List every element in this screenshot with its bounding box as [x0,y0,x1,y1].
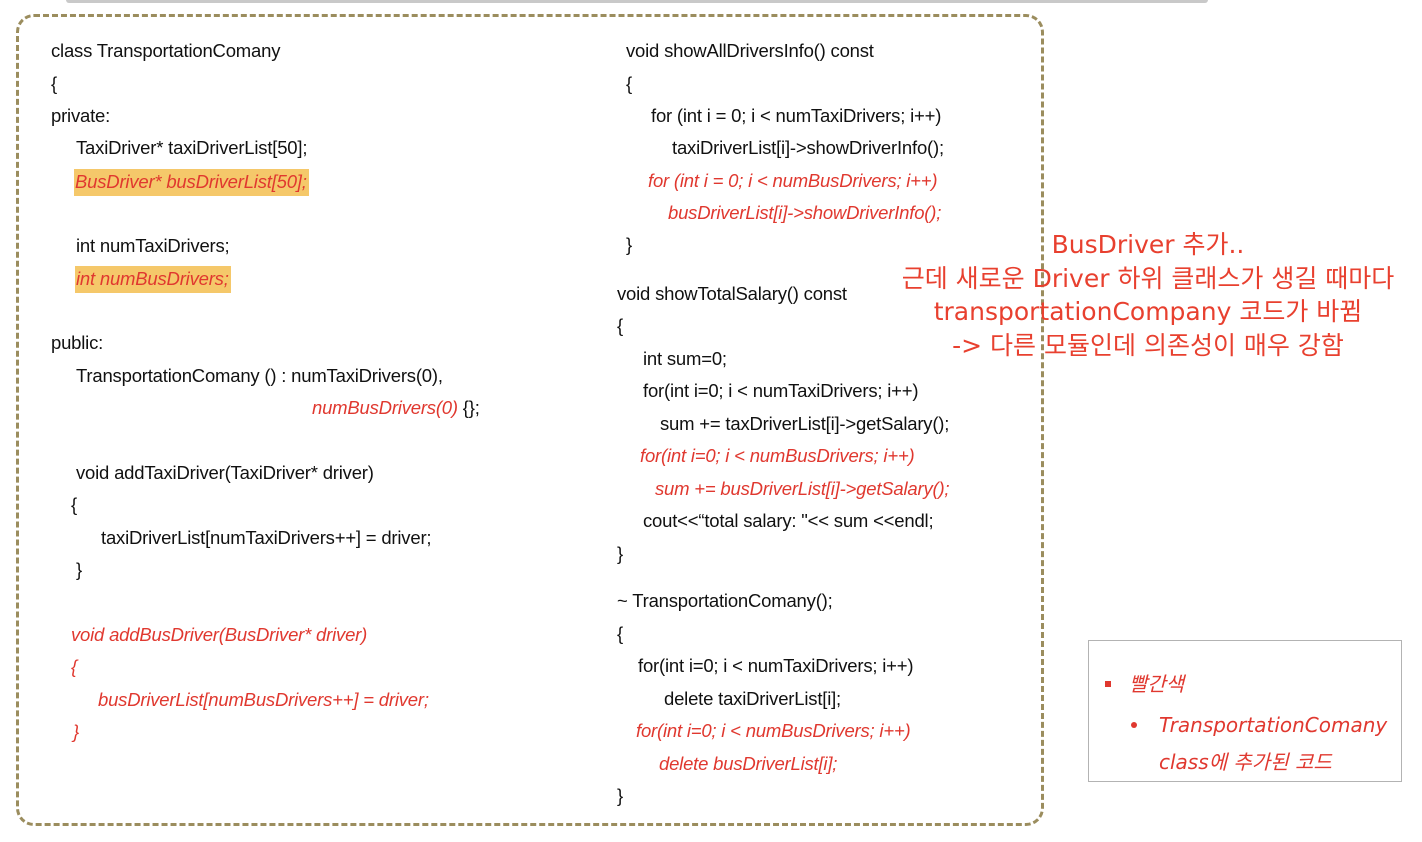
code-line: } [617,543,623,564]
legend-heading: 빨간색 [1129,672,1185,696]
code-line: public: [51,332,104,353]
legend-line: TransportationComany [1159,713,1388,737]
code-frame [16,14,1044,826]
code-line-added: for(int i=0; i < numBusDrivers; i++) [636,720,911,741]
note-line: -> 다른 모듈인데 의존성이 매우 강함 [952,330,1344,360]
code-line: { [617,623,623,644]
code-token: {}; [457,397,480,418]
annotation-note: BusDriver 추가.. 근데 새로운 Driver 하위 클래스가 생길 … [878,228,1418,362]
code-line-added: delete busDriverList[i]; [659,753,838,774]
code-line-added-highlighted: int numBusDrivers; [75,266,231,293]
legend-box: 빨간색 TransportationComany class에 추가된 코드 [1088,640,1402,782]
code-line-added: busDriverList[i]->showDriverInfo(); [668,202,942,223]
code-line-added: busDriverList[numBusDrivers++] = driver; [98,689,429,710]
code-line: delete taxiDriverList[i]; [664,688,841,709]
code-line-added: { [71,656,77,677]
code-line-added: void addBusDriver(BusDriver* driver) [71,624,368,645]
code-line-added: sum += busDriverList[i]->getSalary(); [655,478,950,499]
code-line-added: for(int i=0; i < numBusDrivers; i++) [640,445,915,466]
code-line: private: [51,105,111,126]
code-line: taxiDriverList[i]->showDriverInfo(); [672,137,944,158]
note-line: transportationCompany 코드가 바뀜 [933,297,1363,326]
code-line: int sum=0; [643,348,727,369]
top-divider [66,0,1208,3]
code-line: { [71,494,77,515]
legend-line: class에 추가된 코드 [1159,750,1332,774]
code-line: } [626,234,632,255]
note-line: 근데 새로운 Driver 하위 클래스가 생길 때마다 [901,263,1395,293]
code-line: taxiDriverList[numTaxiDrivers++] = drive… [101,527,432,548]
code-line-added: } [73,721,79,742]
square-bullet-icon [1105,681,1111,687]
code-line: void showTotalSalary() const [617,283,847,304]
code-line: sum += taxDriverList[i]->getSalary(); [660,413,950,434]
code-line: TaxiDriver* taxiDriverList[50]; [76,137,308,158]
code-line: class TransportationComany [51,40,281,61]
code-line: TransportationComany () : numTaxiDrivers… [76,365,443,386]
dot-bullet-icon [1131,722,1137,728]
code-line: { [51,73,57,94]
note-line: BusDriver 추가.. [1051,230,1245,259]
code-token-added: numBusDrivers(0) [312,397,458,418]
code-line: for(int i=0; i < numTaxiDrivers; i++) [643,380,919,401]
code-line: for (int i = 0; i < numTaxiDrivers; i++) [651,105,942,126]
code-line: int numTaxiDrivers; [76,235,230,256]
code-line: } [76,559,82,580]
code-line: numBusDrivers(0) {}; [312,397,480,419]
code-line: cout<<“total salary: "<< sum <<endl; [643,510,934,531]
code-line: void showAllDriversInfo() const [626,40,874,61]
code-line: { [626,73,632,94]
code-line: void addTaxiDriver(TaxiDriver* driver) [76,462,374,483]
code-line: { [617,315,623,336]
code-line-added: for (int i = 0; i < numBusDrivers; i++) [648,170,938,191]
code-line: ~ TransportationComany(); [617,590,833,611]
code-line: for(int i=0; i < numTaxiDrivers; i++) [638,655,914,676]
code-line: } [617,785,623,806]
code-line-added-highlighted: BusDriver* busDriverList[50]; [74,169,309,196]
